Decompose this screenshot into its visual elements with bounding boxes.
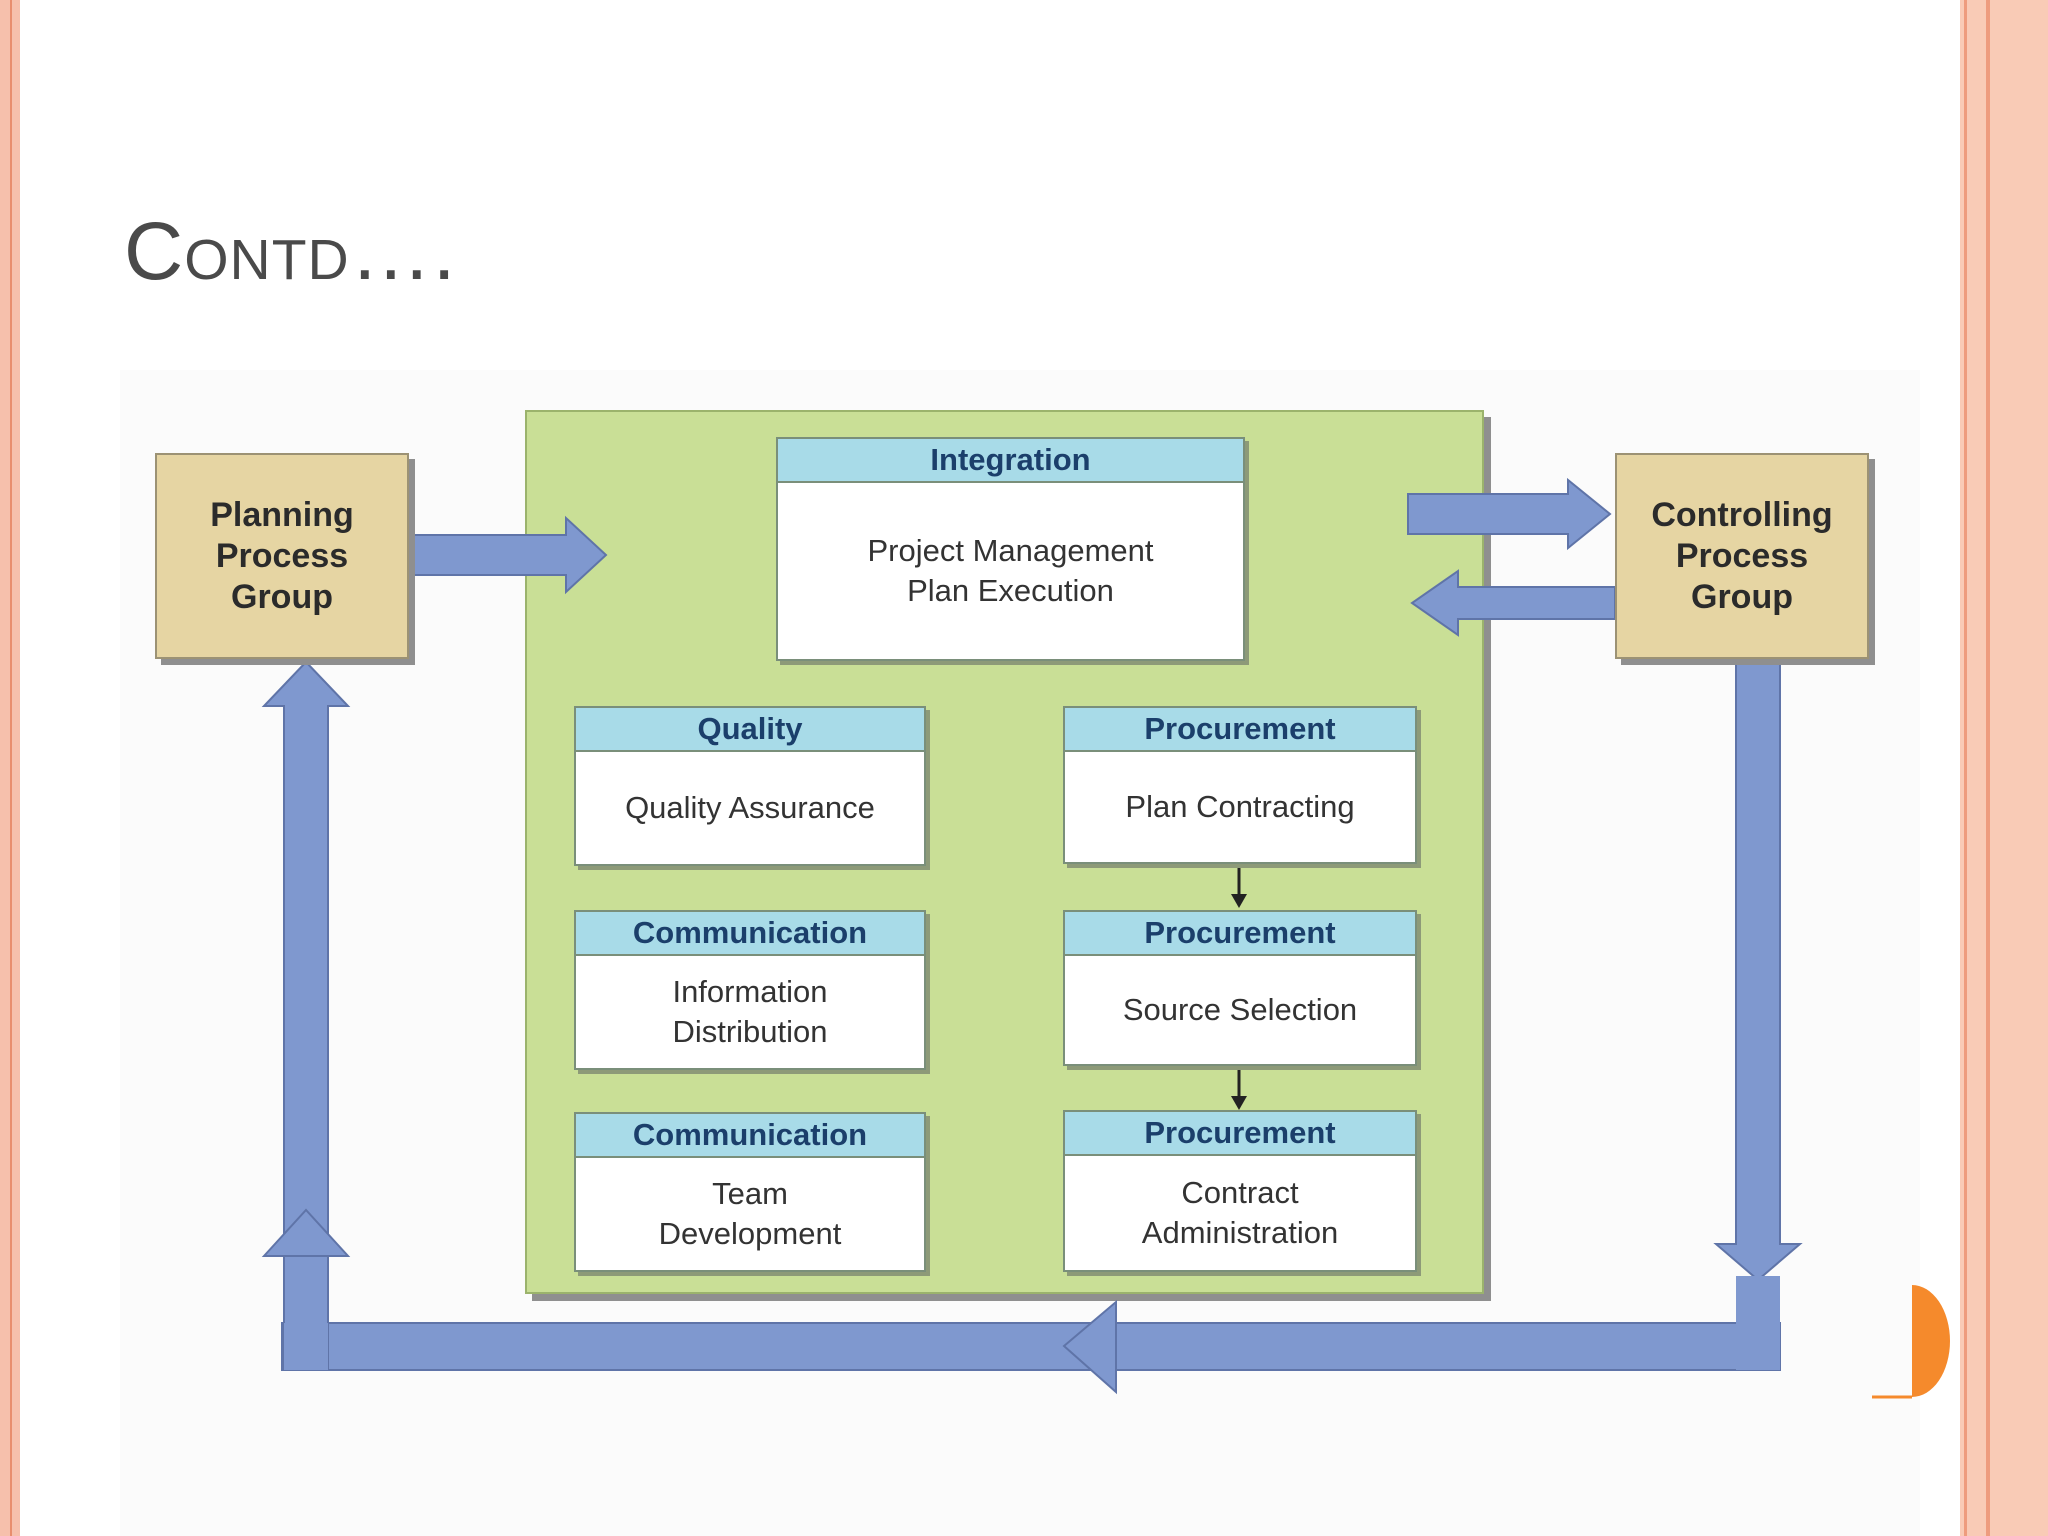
arrow-executing-to-controlling	[1407, 477, 1612, 551]
process-body-line: Quality Assurance	[625, 790, 875, 825]
process-body: Information Distribution	[576, 956, 924, 1068]
process-body: Team Development	[576, 1158, 924, 1270]
arrow-controlling-to-executing	[1410, 569, 1616, 637]
process-body: Source Selection	[1065, 956, 1415, 1064]
process-header: Quality	[576, 708, 924, 752]
controlling-line-2: Process	[1675, 536, 1809, 575]
process-body-line: Information	[672, 974, 828, 1009]
planning-line-1: Planning	[210, 495, 354, 534]
process-header: Communication	[576, 912, 924, 956]
process-body-line: Development	[658, 1216, 842, 1251]
process-header: Procurement	[1065, 708, 1415, 752]
frame-right-line	[1964, 0, 1967, 1536]
process-communication-team: Communication Team Development	[574, 1112, 926, 1272]
left-bar-join	[284, 1323, 328, 1370]
process-communication-information: Communication Information Distribution	[574, 910, 926, 1070]
process-body: Plan Contracting	[1065, 752, 1415, 862]
process-body-line: Plan Execution	[907, 573, 1114, 608]
process-body: Quality Assurance	[576, 752, 924, 864]
frame-left-line	[10, 0, 12, 1536]
right-bar-join	[1736, 1276, 1780, 1370]
process-quality: Quality Quality Assurance	[574, 706, 926, 866]
process-header: Communication	[576, 1114, 924, 1158]
process-body-line: Team	[712, 1176, 788, 1211]
process-header: Procurement	[1065, 1112, 1415, 1156]
process-procurement-source-selection: Procurement Source Selection	[1063, 910, 1417, 1066]
process-body: Contract Administration	[1065, 1156, 1415, 1270]
arrow-planning-to-executing	[411, 515, 608, 595]
process-body: Project Management Plan Execution	[778, 483, 1243, 659]
planning-line-3: Group	[231, 577, 333, 616]
process-body-line: Administration	[1141, 1215, 1339, 1250]
arrowhead-procurement-2-to-3	[1231, 1096, 1247, 1110]
controlling-line-3: Group	[1691, 577, 1793, 616]
bottom-return-bar	[281, 1322, 1781, 1371]
frame-right-line	[1986, 0, 1990, 1536]
arrow-up-left-lower-head	[261, 1208, 351, 1257]
feedback-loop-arrow	[258, 665, 1798, 1372]
slide-title: Contd….	[124, 206, 457, 297]
process-header: Procurement	[1065, 912, 1415, 956]
process-body-line: Contract	[1181, 1175, 1299, 1210]
process-header: Integration	[778, 439, 1243, 483]
arrow-up-left	[261, 660, 351, 1371]
process-body-line: Source Selection	[1122, 992, 1358, 1027]
planning-process-group: Planning Process Group	[155, 453, 409, 659]
arrowhead-procurement-1-to-2	[1231, 894, 1247, 908]
arrow-down-right	[1713, 663, 1803, 1282]
controlling-process-group: Controlling Process Group	[1615, 453, 1869, 659]
frame-right-border	[1960, 0, 2048, 1536]
bottom-left-arrowhead	[1062, 1299, 1117, 1395]
process-procurement-plan-contracting: Procurement Plan Contracting	[1063, 706, 1417, 864]
process-procurement-contract-administration: Procurement Contract Administration	[1063, 1110, 1417, 1272]
controlling-line-1: Controlling	[1651, 495, 1833, 534]
process-body-line: Project Management	[867, 533, 1154, 568]
process-body-line: Plan Contracting	[1125, 789, 1355, 824]
process-body-line: Distribution	[672, 1014, 828, 1049]
process-integration: Integration Project Management Plan Exec…	[776, 437, 1245, 661]
planning-line-2: Process	[215, 536, 349, 575]
accent-half-circle	[1912, 1285, 1950, 1397]
